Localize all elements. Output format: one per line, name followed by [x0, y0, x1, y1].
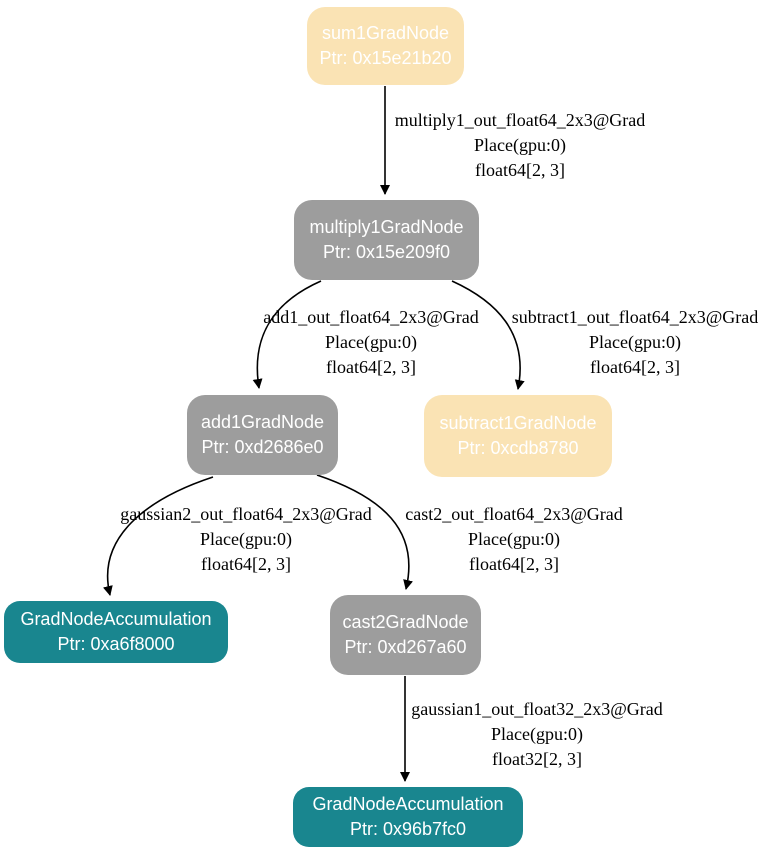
- edge-label-subtract1-out: subtract1_out_float64_2x3@Grad Place(gpu…: [512, 305, 759, 380]
- edge-label-line: add1_out_float64_2x3@Grad: [263, 307, 479, 327]
- edge-label-line: float64[2, 3]: [590, 357, 680, 377]
- edge-label-line: float64[2, 3]: [469, 554, 559, 574]
- node-sum1gradnode: sum1GradNode Ptr: 0x15e21b20: [307, 7, 464, 85]
- node-multiply1gradnode: multiply1GradNode Ptr: 0x15e209f0: [294, 200, 479, 280]
- edge-label-line: float64[2, 3]: [201, 554, 291, 574]
- edge-label-line: subtract1_out_float64_2x3@Grad: [511, 307, 759, 327]
- edge-label-line: gaussian1_out_float32_2x3@Grad: [411, 699, 663, 719]
- edge-label-line: Place(gpu:0): [474, 135, 566, 155]
- edge-label-line: Place(gpu:0): [589, 332, 681, 352]
- node-subtract1gradnode: subtract1GradNode Ptr: 0xcdb8780: [424, 395, 612, 477]
- edge-label-line: multiply1_out_float64_2x3@Grad: [394, 110, 646, 130]
- node-title: add1GradNode: [200, 412, 325, 432]
- node-ptr: Ptr: 0x15e21b20: [319, 48, 452, 68]
- node-title: GradNodeAccumulation: [20, 609, 212, 629]
- edge-label-multiply1-out: multiply1_out_float64_2x3@Grad Place(gpu…: [395, 108, 646, 183]
- edge-label-add1-out: add1_out_float64_2x3@Grad Place(gpu:0) f…: [263, 305, 479, 380]
- node-ptr: Ptr: 0x96b7fc0: [349, 819, 467, 839]
- edge-label-gaussian2-out: gaussian2_out_float64_2x3@Grad Place(gpu…: [120, 502, 372, 577]
- node-gradnodeaccumulation-2: GradNodeAccumulation Ptr: 0x96b7fc0: [293, 787, 523, 847]
- edge-label-cast2-out: cast2_out_float64_2x3@Grad Place(gpu:0) …: [405, 502, 623, 577]
- edge-label-line: Place(gpu:0): [200, 529, 292, 549]
- node-title: cast2GradNode: [342, 612, 469, 632]
- node-gradnodeaccumulation-1: GradNodeAccumulation Ptr: 0xa6f8000: [4, 601, 228, 663]
- node-ptr: Ptr: 0xd267a60: [344, 637, 467, 657]
- edge-label-line: float32[2, 3]: [492, 749, 582, 769]
- edge-label-line: gaussian2_out_float64_2x3@Grad: [120, 504, 372, 524]
- edge-label-line: Place(gpu:0): [491, 724, 583, 744]
- node-cast2gradnode: cast2GradNode Ptr: 0xd267a60: [330, 595, 481, 675]
- edge-label-line: Place(gpu:0): [325, 332, 417, 352]
- node-ptr: Ptr: 0xcdb8780: [457, 438, 579, 458]
- node-ptr: Ptr: 0xd2686e0: [201, 437, 324, 457]
- edge-label-line: float64[2, 3]: [475, 160, 565, 180]
- node-title: subtract1GradNode: [439, 413, 597, 433]
- node-title: multiply1GradNode: [309, 217, 464, 237]
- edge-label-gaussian1-out: gaussian1_out_float32_2x3@Grad Place(gpu…: [411, 697, 663, 772]
- edge-label-line: cast2_out_float64_2x3@Grad: [405, 504, 623, 524]
- node-ptr: Ptr: 0x15e209f0: [322, 242, 451, 262]
- edge-label-line: Place(gpu:0): [468, 529, 560, 549]
- node-add1gradnode: add1GradNode Ptr: 0xd2686e0: [187, 395, 338, 475]
- node-title: GradNodeAccumulation: [312, 794, 504, 814]
- edge-label-line: float64[2, 3]: [326, 357, 416, 377]
- node-ptr: Ptr: 0xa6f8000: [57, 634, 175, 654]
- node-title: sum1GradNode: [321, 23, 450, 43]
